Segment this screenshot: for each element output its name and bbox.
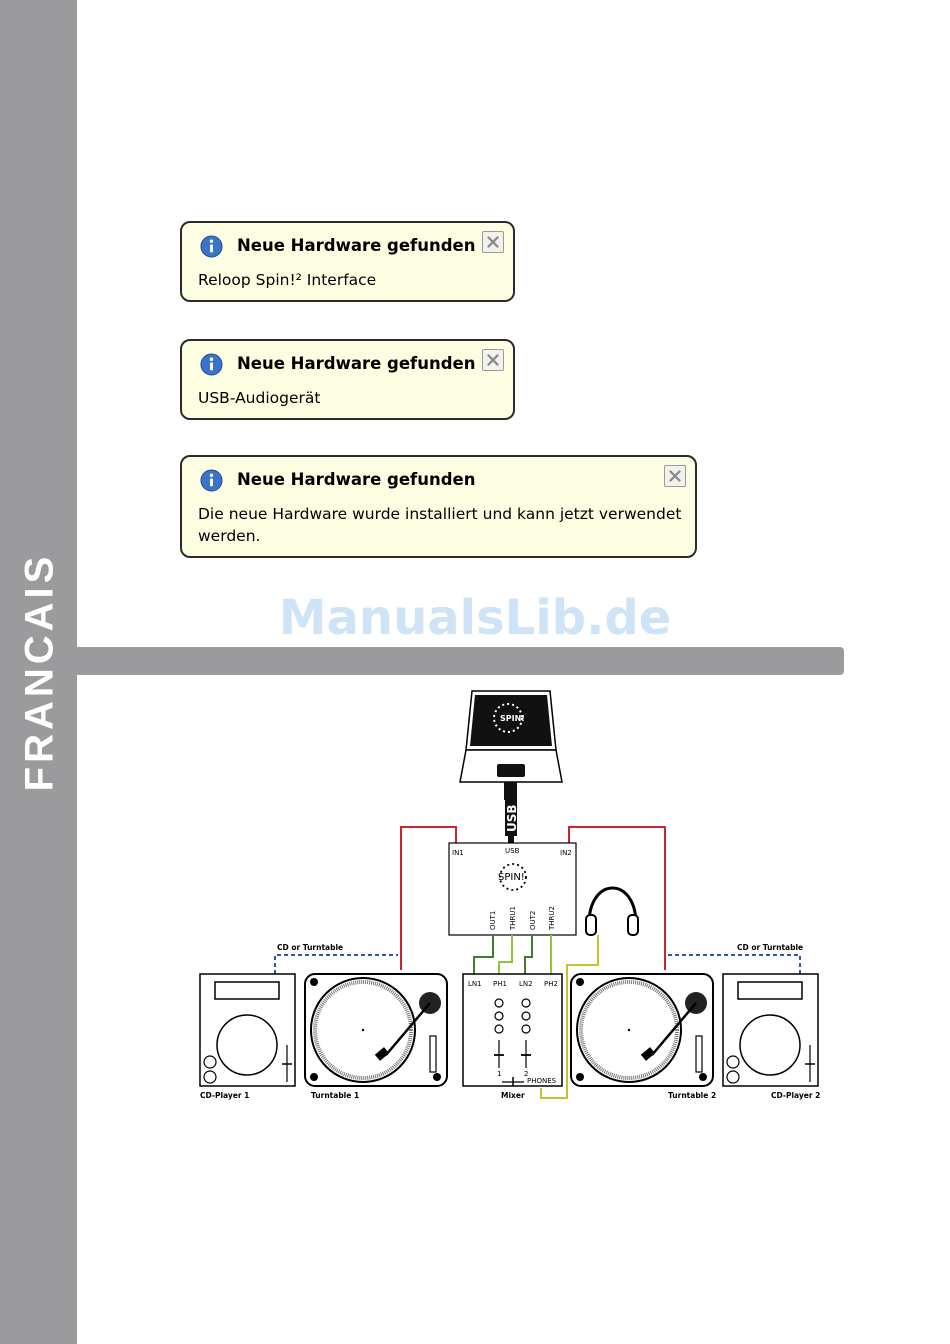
caption-cd-player-2: CD-Player 2 [771,1091,820,1100]
turntable-2 [570,973,714,1087]
svg-text:SPIN!: SPIN! [500,714,525,723]
laptop-icon: SPIN! [459,690,563,783]
notification-balloon-2: Neue Hardware gefunden USB-Audiogerät [180,339,515,420]
language-sidebar: FRANCAIS [0,0,77,1344]
svg-text:SPIN!: SPIN! [498,872,525,883]
port-thru1: THRU1 [509,906,517,931]
connection-diagram: SPIN! USB IN1 USB IN2 SPIN! OUT1 THRU1 O… [199,690,820,1100]
notification-balloon-3: Neue Hardware gefunden Die neue Hardware… [180,455,697,558]
balloon-title: Neue Hardware gefunden [237,470,476,489]
caption-mixer: Mixer [501,1091,525,1100]
watermark: ManualsLib.de [278,590,672,646]
cable-thru1 [498,935,513,976]
mixer-ln1: LN1 [468,980,482,988]
balloon-message: USB-Audiogerät [198,389,321,407]
cable-in2-red [568,826,666,970]
usb-cable: USB [504,782,519,847]
cable-source-right [668,954,801,974]
mixer-channel-2: 2 [524,1070,528,1078]
cd-player-2 [722,973,819,1087]
cable-source-left [274,954,398,974]
port-out1: OUT1 [489,911,497,930]
notification-balloon-1: Neue Hardware gefunden Reloop Spin!² Int… [180,221,515,302]
caption-turntable-1: Turntable 1 [311,1091,359,1100]
info-icon [200,353,223,376]
cable-out1 [473,935,494,976]
mixer-ln2: LN2 [519,980,533,988]
balloon-message-line-2: werden. [198,527,261,545]
caption-turntable-2: Turntable 2 [668,1091,716,1100]
caption-cd-player-1: CD-Player 1 [200,1091,249,1100]
cd-player-1 [199,973,296,1087]
section-band [77,647,844,675]
info-icon [200,235,223,258]
cable-phones-yellow [540,935,599,1099]
mixer-ph1: PH1 [493,980,507,988]
balloon-title: Neue Hardware gefunden [237,236,476,255]
port-thru2: THRU2 [548,906,556,931]
balloon-message: Reloop Spin!² Interface [198,271,377,289]
info-icon [200,469,223,492]
mixer-phones: PHONES [527,1077,557,1085]
mixer-ph2: PH2 [544,980,558,988]
language-label: FRANCAIS [17,552,62,792]
turntable-1 [304,973,448,1087]
cable-in1-red [400,826,457,970]
port-usb: USB [505,847,520,855]
close-icon[interactable] [482,349,504,371]
balloon-message: Die neue Hardware wurde installiert und … [198,503,681,547]
port-in2: IN2 [560,849,572,857]
balloon-title: Neue Hardware gefunden [237,354,476,373]
source-label-right: CD or Turntable [737,943,803,952]
port-in1: IN1 [452,849,464,857]
mixer: LN1 PH1 LN2 PH2 1 2 PHONES [462,973,563,1087]
usb-cable-label: USB [505,804,519,832]
port-out2: OUT2 [529,911,537,930]
source-label-left: CD or Turntable [277,943,343,952]
balloon-message-line-1: Die neue Hardware wurde installiert und … [198,505,682,523]
spin-interface: IN1 USB IN2 SPIN! OUT1 THRU1 OUT2 THRU2 [448,842,577,936]
headphones-icon [585,886,639,936]
close-icon[interactable] [482,231,504,253]
cable-out2 [524,935,533,976]
close-icon[interactable] [664,465,686,487]
mixer-channel-1: 1 [497,1070,501,1078]
